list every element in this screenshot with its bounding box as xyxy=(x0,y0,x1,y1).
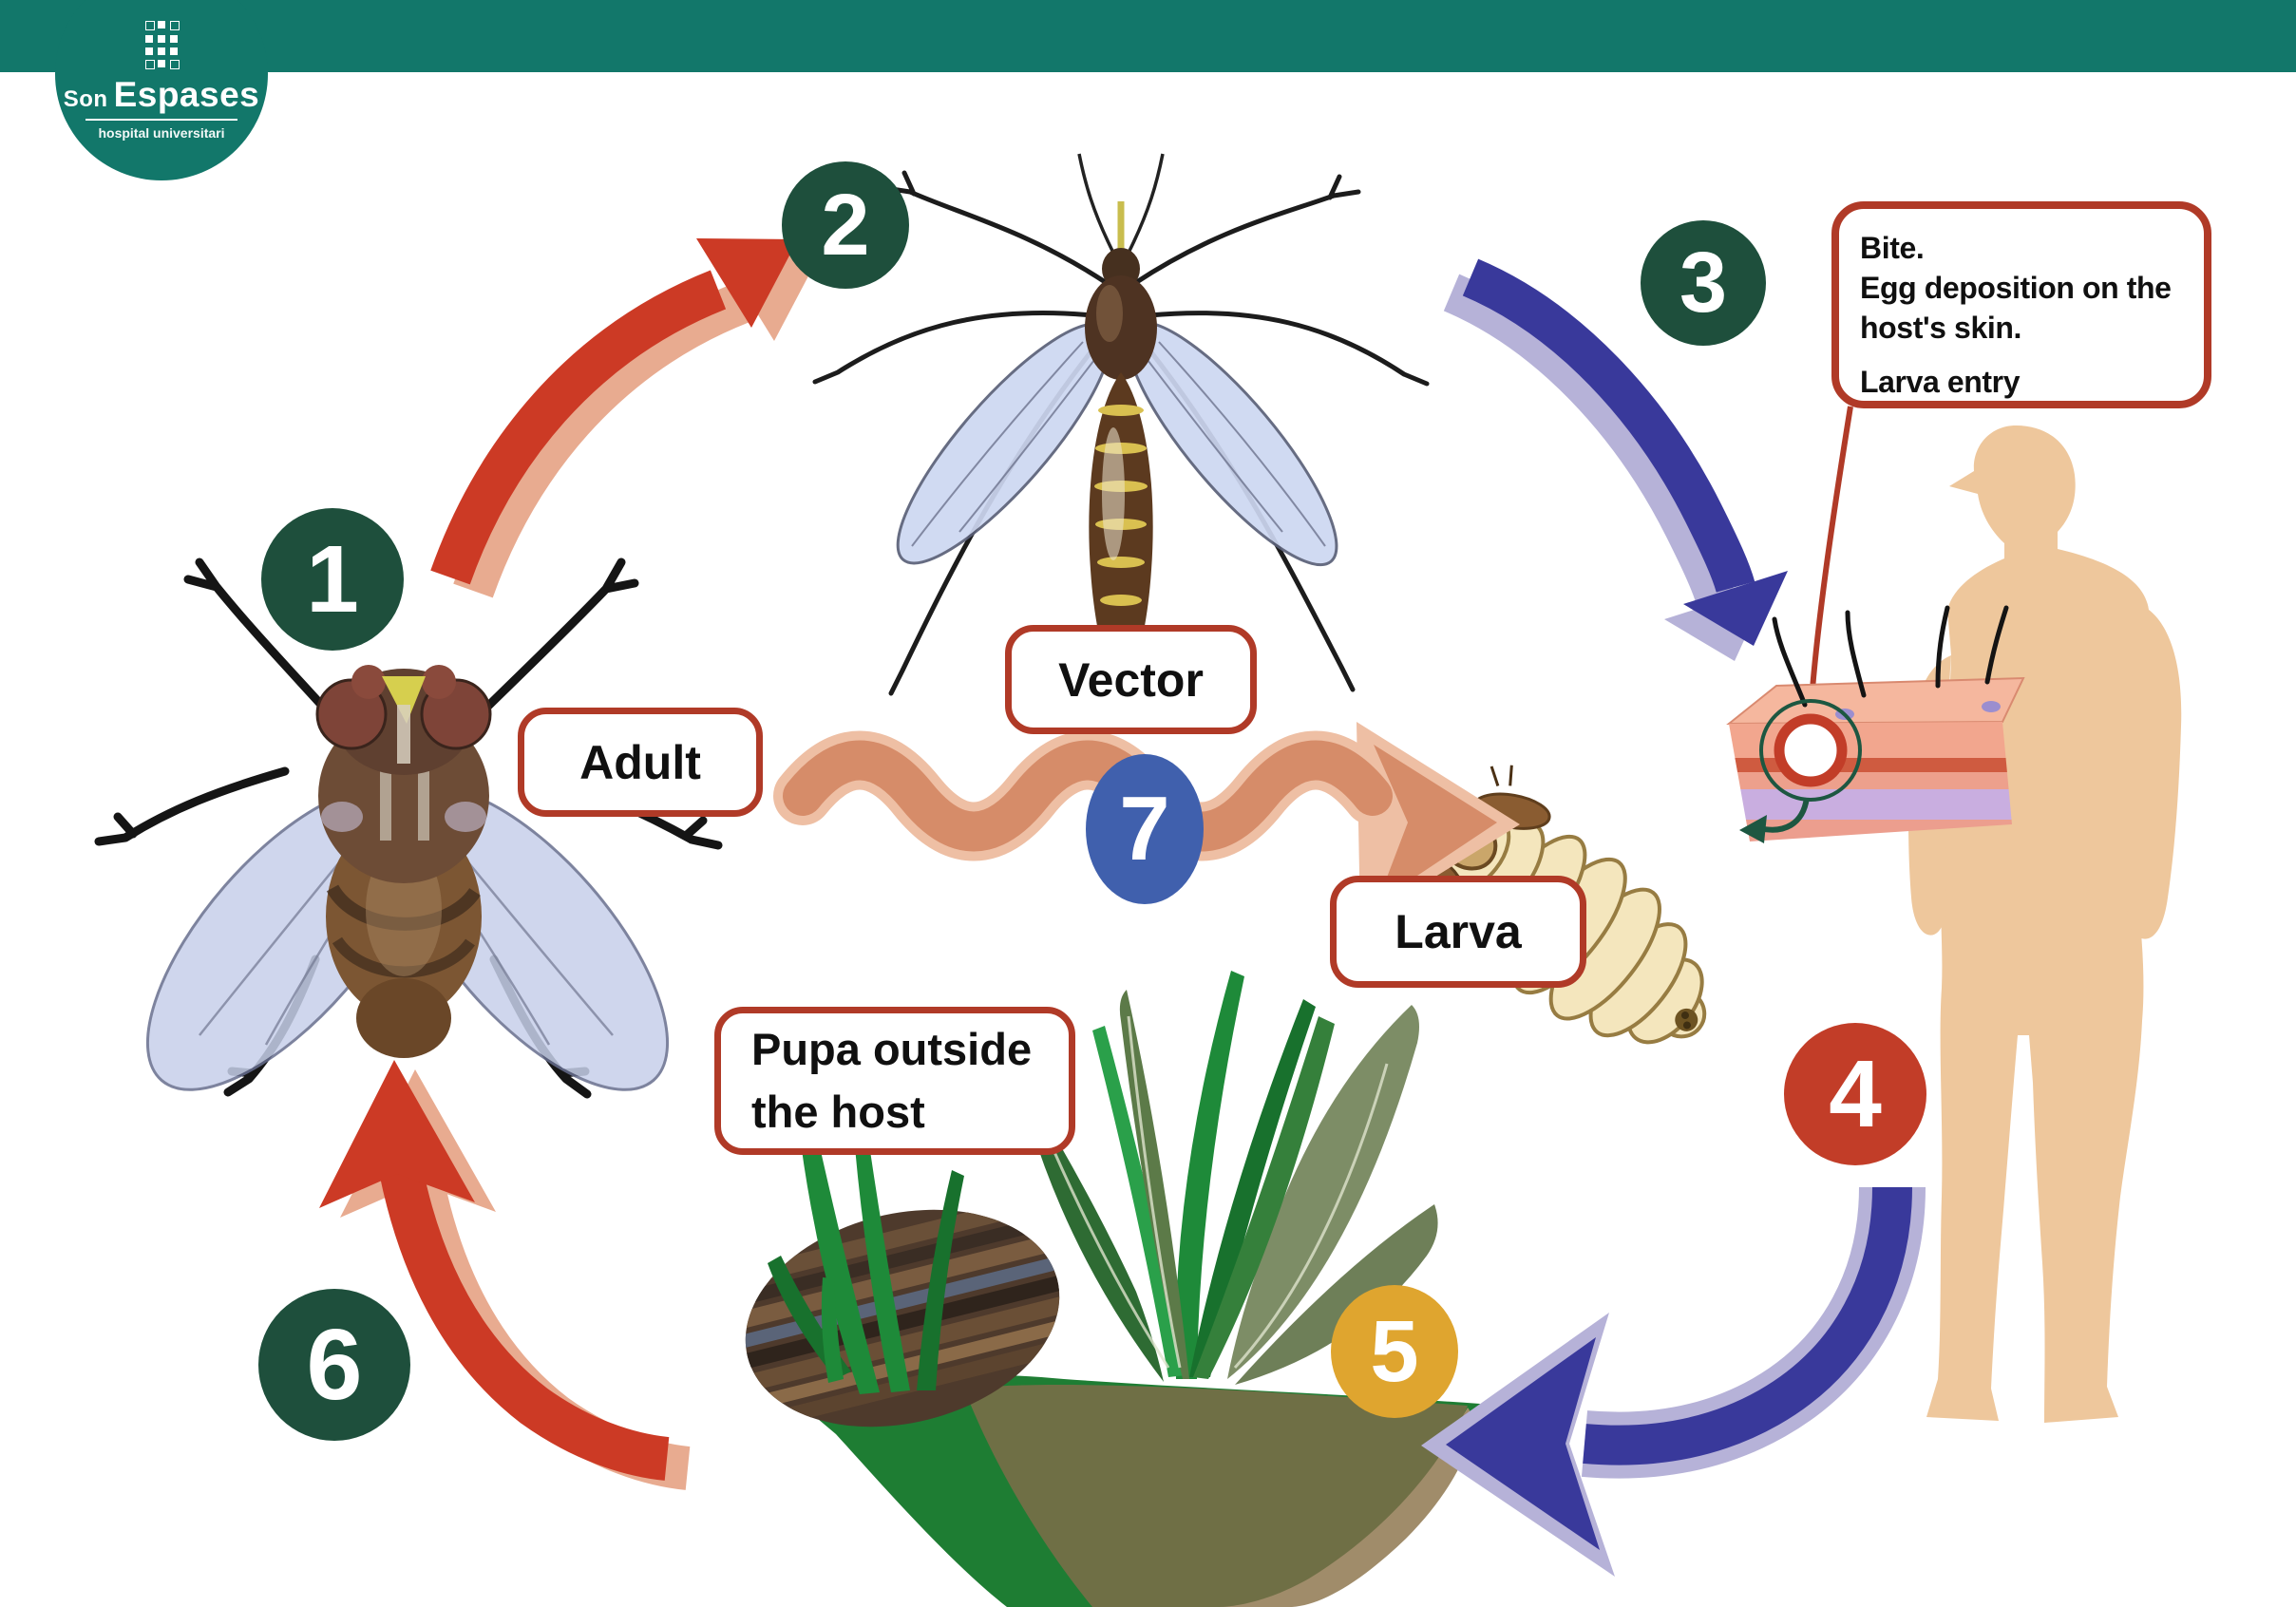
callout-line-3: host's skin. xyxy=(1860,311,2021,346)
badge-stage-7: 7 xyxy=(1086,754,1204,904)
label-vector: Vector xyxy=(1005,625,1257,734)
logo-subtitle: hospital universitari xyxy=(98,125,225,141)
badge-stage-1: 1 xyxy=(261,508,404,651)
logo-title-main: Espases xyxy=(113,75,260,114)
arrow-stage2-to-3 xyxy=(1443,258,1788,661)
label-pupa: Pupa outside the host xyxy=(714,1007,1075,1155)
badge-stage-3: 3 xyxy=(1641,220,1766,346)
ground-and-plants xyxy=(722,971,1480,1607)
callout-leader-line xyxy=(1808,406,1853,715)
label-pupa-line2: the host xyxy=(751,1087,925,1137)
badge-stage-2: 2 xyxy=(782,161,909,289)
callout-bite-info: Bite. Egg deposition on the host's skin.… xyxy=(1831,201,2211,408)
adult-fly-illustration xyxy=(94,558,723,1099)
logo-divider xyxy=(85,119,237,121)
mosquito-illustration xyxy=(812,153,1430,696)
label-pupa-line1: Pupa outside xyxy=(751,1024,1033,1075)
label-vector-text: Vector xyxy=(1058,652,1204,707)
grass xyxy=(768,1117,964,1394)
larva-entry-marker xyxy=(1759,699,1862,802)
skin-section xyxy=(1726,605,2025,843)
top-bar xyxy=(0,0,2296,72)
logo-title-prefix: Son xyxy=(63,86,108,112)
tall-grass xyxy=(1092,971,1316,1379)
callout-line-4: Larva entry xyxy=(1860,364,2021,399)
arrow-stage1-to-2 xyxy=(430,238,821,598)
badge-stage-5: 5 xyxy=(1331,1285,1458,1418)
human-silhouette xyxy=(1908,425,2182,1423)
badge-stage-6: 6 xyxy=(258,1289,410,1441)
callout-line-2: Egg deposition on the xyxy=(1860,271,2172,306)
arrow-stage7-wavy xyxy=(773,722,1520,923)
arrow-stage5-to-6 xyxy=(319,1060,691,1490)
label-adult-text: Adult xyxy=(579,735,701,789)
label-adult: Adult xyxy=(518,708,763,817)
entry-arrow xyxy=(1758,797,1810,833)
callout-line-1: Bite. xyxy=(1860,231,1925,265)
label-larva-text: Larva xyxy=(1395,905,1522,958)
label-larva: Larva xyxy=(1330,876,1586,988)
logo-dots-icon xyxy=(145,21,180,69)
leaves xyxy=(1025,990,1438,1385)
arrow-stage4-to-5 xyxy=(1421,1186,1926,1577)
badge-stage-4: 4 xyxy=(1784,1023,1926,1165)
